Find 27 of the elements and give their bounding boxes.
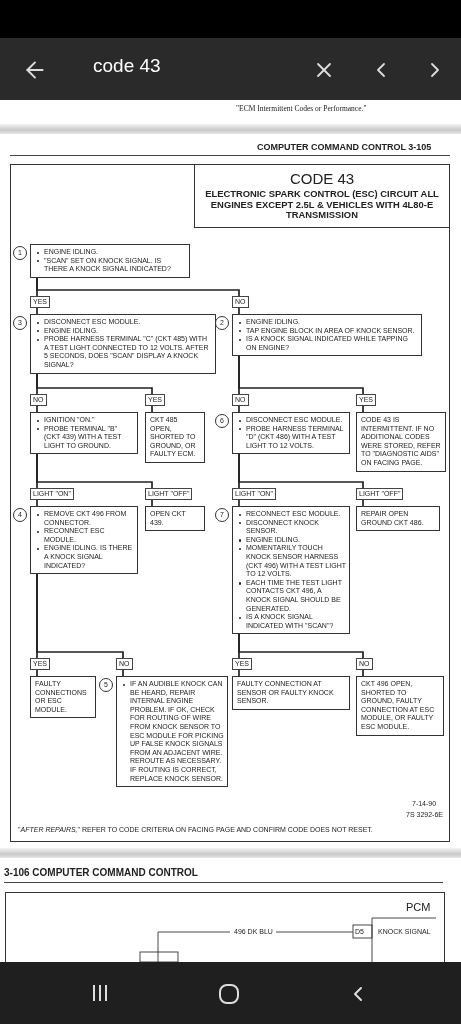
connector-line [238,633,364,677]
title-box [194,164,450,228]
step-box [30,314,216,374]
connector-line [36,373,153,413]
connector-line [36,573,124,677]
result-box [356,506,440,532]
step-box [30,412,138,455]
page-header: COMPUTER COMMAND CONTROL 3-105 [257,142,432,152]
search-field: code 43 [93,55,161,77]
step-box [30,244,190,278]
page-header: 3-106 COMPUTER COMMAND CONTROL [4,867,198,878]
step-box [30,506,138,575]
result-box [232,676,350,710]
connector-line [238,453,364,507]
circuit-title: ELECTRONIC SPARK CONTROL (ESC) CIRCUIT ALL ENGINES EXCEPT 2.5L & VEHICLES WITH 4L80-E TRANSMISSION [204,189,440,221]
connector-line [36,453,153,507]
result-box [145,506,205,532]
result-box [30,676,96,719]
result-box [145,412,205,463]
step-box [232,412,350,455]
module-label: PCM [406,901,431,913]
connector-line [238,355,364,413]
code-heading: CODE 43 [288,169,356,189]
step-box [232,506,350,635]
step-box [232,314,422,357]
connector-line [36,277,240,315]
result-box [356,676,444,736]
